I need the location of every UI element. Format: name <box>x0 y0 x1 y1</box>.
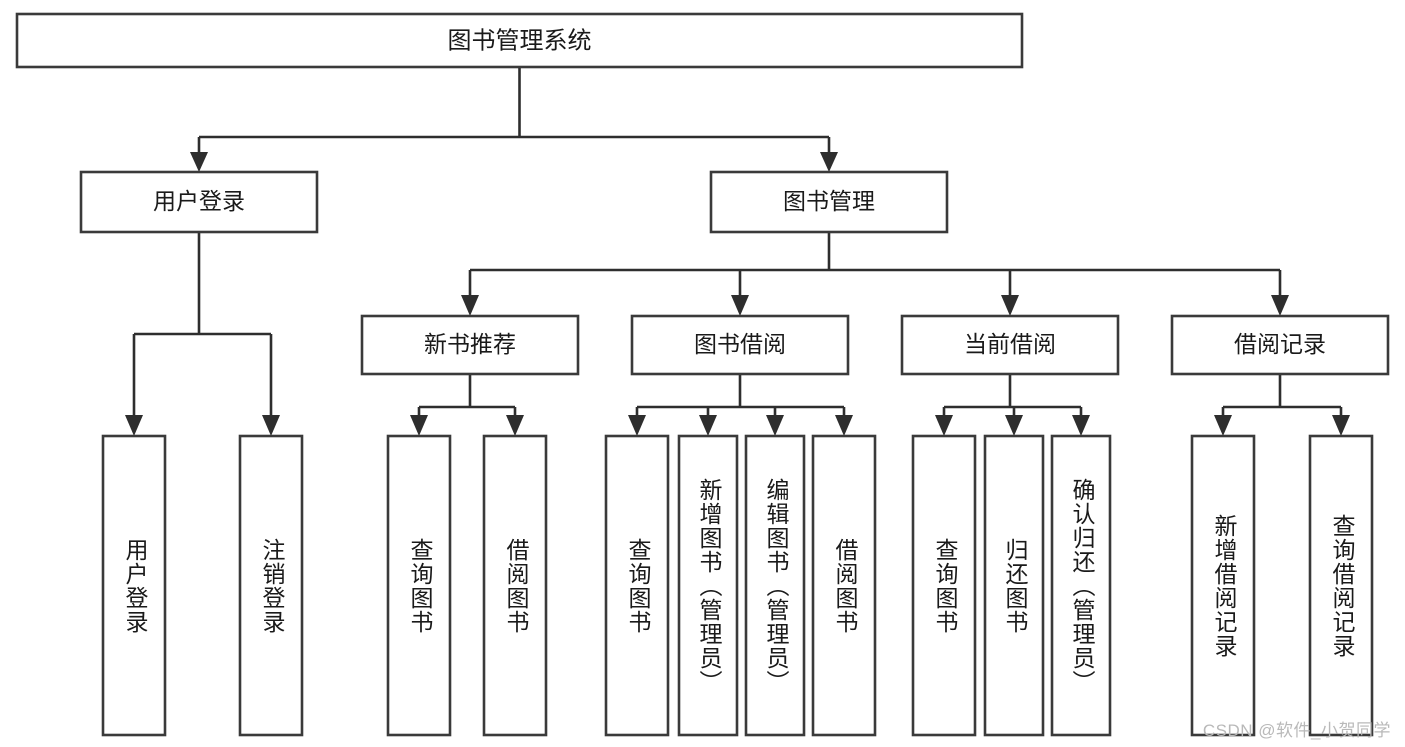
leaf-box-confirm-return[interactable] <box>1050 434 1112 737</box>
node-borrow-record-box[interactable] <box>1170 314 1390 376</box>
node-borrow-record[interactable]: 借阅记录 <box>1170 314 1390 376</box>
leaf-box-query-book-1[interactable] <box>386 434 452 737</box>
arrow-head-leaf-add-record <box>1214 415 1232 436</box>
node-book-management[interactable]: 图书管理 <box>709 170 949 234</box>
leaf-box-query-record[interactable] <box>1308 434 1374 737</box>
node-current-borrow[interactable]: 当前借阅 <box>900 314 1120 376</box>
node-book-borrow-box[interactable] <box>630 314 850 376</box>
arrow-head-new-book-rec <box>461 295 479 316</box>
arrow-head-leaf-user-login <box>125 415 143 436</box>
node-new-book-recommend-label: 新书推荐 <box>424 331 516 357</box>
node-user-login[interactable]: 用户登录 <box>79 170 319 234</box>
leaf-box-return-book[interactable] <box>983 434 1045 737</box>
node-book-management-label: 图书管理 <box>783 188 875 214</box>
arrow-head-leaf-edit-book <box>766 415 784 436</box>
leaf-box-borrow-book-2[interactable] <box>811 434 877 737</box>
arrow-head-borrow-record <box>1271 295 1289 316</box>
leaf-box-query-book-3[interactable] <box>911 434 977 737</box>
watermark-text: CSDN @软件_小贺同学 <box>1202 721 1391 740</box>
arrow-head-leaf-borrow-book-1 <box>506 415 524 436</box>
node-user-login-label: 用户登录 <box>153 188 245 214</box>
node-book-borrow[interactable]: 图书借阅 <box>630 314 850 376</box>
arrow-head-leaf-return-book <box>1005 415 1023 436</box>
arrow-head-leaf-query-record <box>1332 415 1350 436</box>
arrow-head-leaf-borrow-book-2 <box>835 415 853 436</box>
leaf-box-edit-book[interactable] <box>744 434 806 737</box>
arrow-head-leaf-query-book-1 <box>410 415 428 436</box>
node-borrow-record-label: 借阅记录 <box>1234 331 1326 357</box>
node-user-login-box[interactable] <box>79 170 319 234</box>
node-book-management-box[interactable] <box>709 170 949 234</box>
node-new-book-recommend-box[interactable] <box>360 314 580 376</box>
node-new-book-recommend[interactable]: 新书推荐 <box>360 314 580 376</box>
arrow-head-book-mgmt <box>820 152 838 172</box>
node-book-borrow-label: 图书借阅 <box>694 331 786 357</box>
leaf-box-user-logout[interactable] <box>238 434 304 737</box>
arrow-head-leaf-add-book <box>699 415 717 436</box>
node-root-system-label: 图书管理系统 <box>448 27 592 54</box>
connector-layer <box>125 67 1350 436</box>
arrow-head-leaf-query-book-3 <box>935 415 953 436</box>
leaf-box-add-book[interactable] <box>677 434 739 737</box>
leaf-box-user-login[interactable] <box>101 434 167 737</box>
arrow-head-leaf-confirm-return <box>1072 415 1090 436</box>
node-root-system-box[interactable] <box>15 12 1024 69</box>
node-root-system[interactable]: 图书管理系统 <box>15 12 1024 69</box>
arrow-head-current-borrow <box>1001 295 1019 316</box>
arrow-head-leaf-query-book-2 <box>628 415 646 436</box>
leaf-box-add-record[interactable] <box>1190 434 1256 737</box>
leaf-box-layer <box>101 434 1374 737</box>
arrow-head-book-borrow <box>731 295 749 316</box>
arrow-head-user-login <box>190 152 208 172</box>
leaf-box-borrow-book-1[interactable] <box>482 434 548 737</box>
arrow-head-leaf-user-logout <box>262 415 280 436</box>
leaf-box-query-book-2[interactable] <box>604 434 670 737</box>
node-current-borrow-box[interactable] <box>900 314 1120 376</box>
node-current-borrow-label: 当前借阅 <box>964 331 1056 357</box>
